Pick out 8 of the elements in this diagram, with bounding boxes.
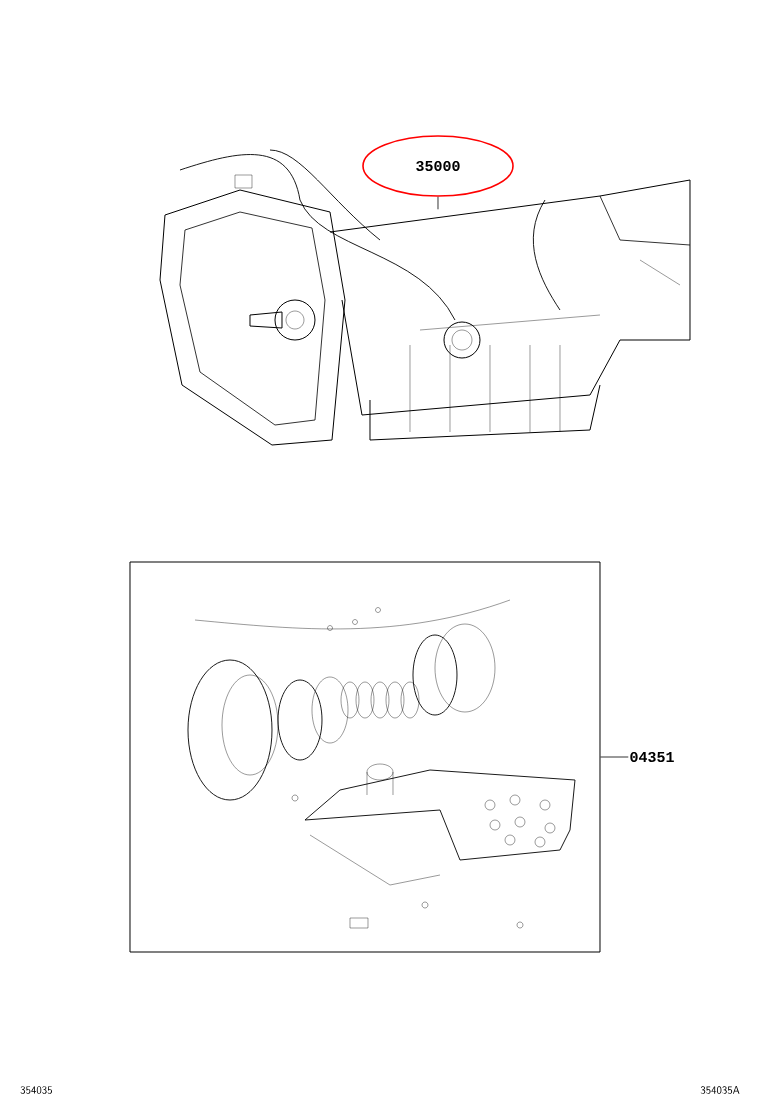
figure-code: 354035 bbox=[20, 1086, 52, 1094]
gasket-kit-drawing bbox=[129, 561, 601, 953]
transmission-drawing bbox=[159, 149, 691, 446]
leader-line bbox=[600, 756, 629, 758]
part-number-callout: 35000 bbox=[362, 135, 514, 197]
leader-line bbox=[437, 196, 439, 210]
figure-code: 354035A bbox=[700, 1086, 740, 1094]
part-number: 04351 bbox=[630, 751, 674, 763]
